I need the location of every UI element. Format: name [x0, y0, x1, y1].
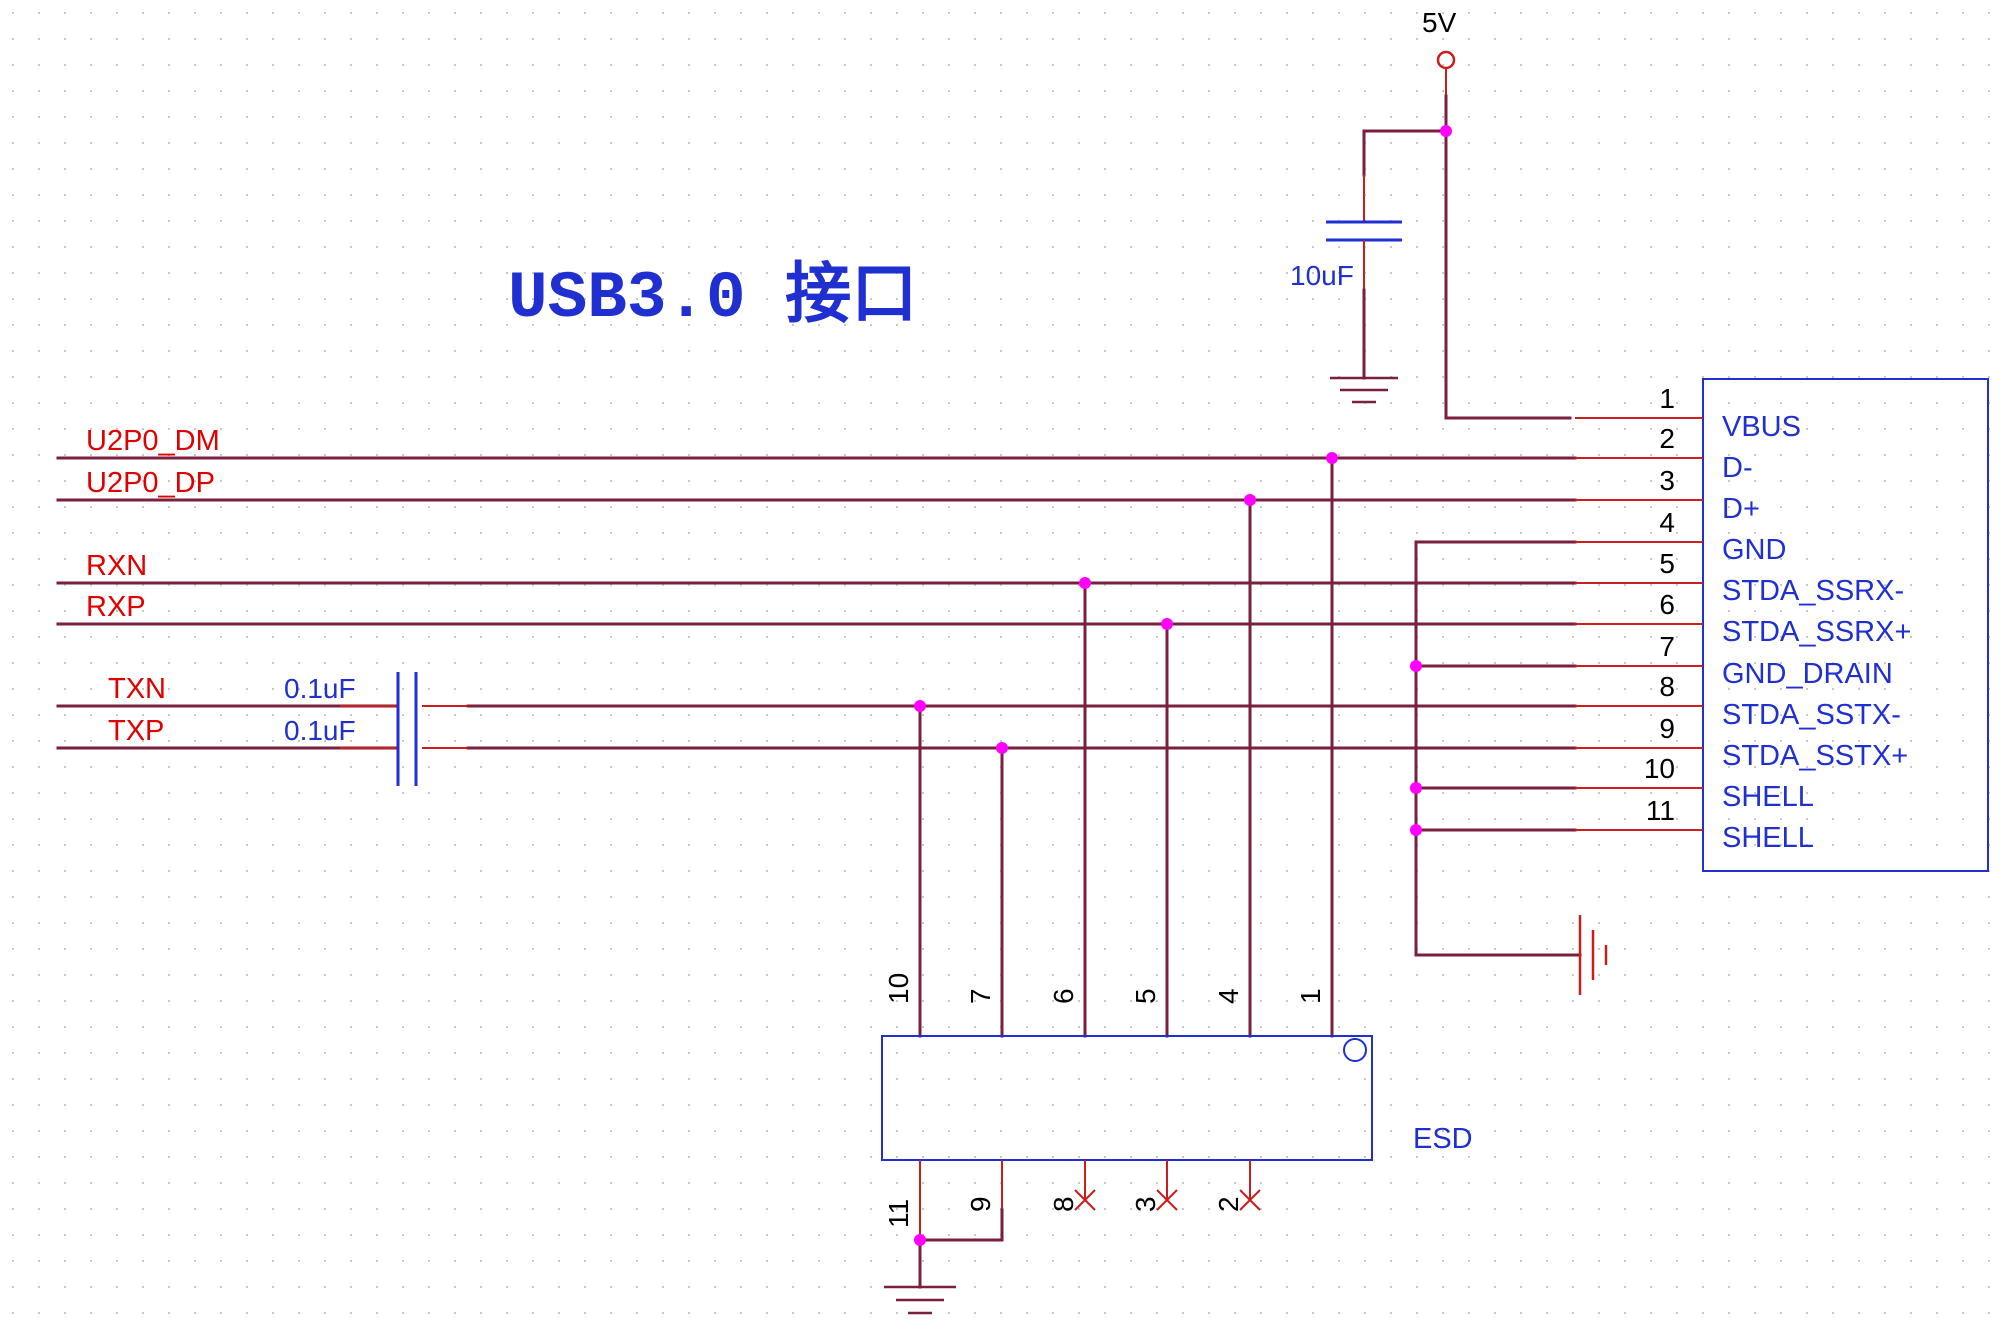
- power-5v-symbol: 5V: [1422, 7, 1457, 96]
- esd-pin-number: 10: [883, 973, 914, 1004]
- connector-pin-number: 5: [1659, 548, 1675, 579]
- connector-pin-label: STDA_SSTX-: [1722, 699, 1901, 731]
- net-label: RXP: [86, 591, 146, 623]
- connector-pin-label: SHELL: [1722, 822, 1814, 854]
- connector-pin-number: 6: [1659, 589, 1675, 620]
- connector-pin-label: STDA_SSRX+: [1722, 616, 1911, 648]
- connector-pin-number: 8: [1659, 671, 1675, 702]
- esd-pin-number: 8: [1048, 1196, 1079, 1212]
- coupling-cap-value-txn: 0.1uF: [284, 673, 356, 704]
- esd-pin-number: 9: [965, 1196, 996, 1212]
- esd-pin-number: 3: [1130, 1196, 1161, 1212]
- esd-pin-number: 2: [1213, 1196, 1244, 1212]
- net-label: U2P0_DM: [86, 425, 220, 457]
- ground-icon: [1330, 376, 1398, 404]
- connector-pin-label: D+: [1722, 493, 1760, 525]
- esd-pin-number: 11: [883, 1199, 914, 1228]
- connector-pin-label: VBUS: [1722, 411, 1801, 443]
- esd-pin-number: 5: [1130, 988, 1161, 1004]
- connector-pin-number: 9: [1659, 713, 1675, 744]
- esd-pin-number: 1: [1295, 988, 1326, 1004]
- esd-pin-number: 7: [965, 988, 996, 1004]
- connector-pin-number: 3: [1659, 465, 1675, 496]
- bulk-cap-value: 10uF: [1290, 260, 1354, 291]
- esd-pin-number: 4: [1213, 988, 1244, 1004]
- power-label: 5V: [1422, 7, 1457, 38]
- no-connect-icon: [1156, 1189, 1178, 1211]
- connector-pin-number: 4: [1659, 507, 1675, 538]
- connector-pin-label: STDA_SSTX+: [1722, 740, 1908, 772]
- ground-icon: [884, 1285, 956, 1315]
- bulk-capacitor: 10uF: [1290, 175, 1402, 291]
- usb3-connector: 1 2 3 4 5 6 7 8 9 10 11 VBUS D- D+ GND S…: [1575, 378, 1989, 872]
- connector-pin-label: GND_DRAIN: [1722, 658, 1893, 690]
- coupling-cap-value-txp: 0.1uF: [284, 715, 356, 746]
- connector-pin-number: 2: [1659, 423, 1675, 454]
- connector-pin-label: SHELL: [1722, 781, 1814, 813]
- connector-pin-label: STDA_SSRX-: [1722, 575, 1904, 607]
- esd-pin-number: 6: [1048, 988, 1079, 1004]
- net-label: TXN: [108, 673, 166, 705]
- net-label: RXN: [86, 550, 147, 582]
- esd-device: ESD 10 7 6 5 4 1 11 9 8 3 2: [881, 973, 1473, 1240]
- diagram-title: USB3.0 接口: [508, 259, 917, 336]
- connector-pin-number: 1: [1659, 383, 1675, 414]
- coupling-capacitors: 0.1uF 0.1uF: [284, 672, 468, 786]
- connector-pin-number: 10: [1644, 753, 1675, 784]
- net-label: U2P0_DP: [86, 467, 215, 499]
- no-connect-icon: [1239, 1189, 1261, 1211]
- no-connect-icon: [1074, 1189, 1096, 1211]
- connector-pin-label: GND: [1722, 534, 1786, 566]
- junction-dots: [914, 125, 1452, 1246]
- connector-pin-number: 7: [1659, 631, 1675, 662]
- net-label: TXP: [108, 715, 164, 747]
- connector-pin-number: 11: [1646, 795, 1675, 826]
- esd-label: ESD: [1413, 1123, 1473, 1155]
- connector-pin-label: D-: [1722, 452, 1753, 484]
- chassis-ground-icon: [1578, 915, 1608, 995]
